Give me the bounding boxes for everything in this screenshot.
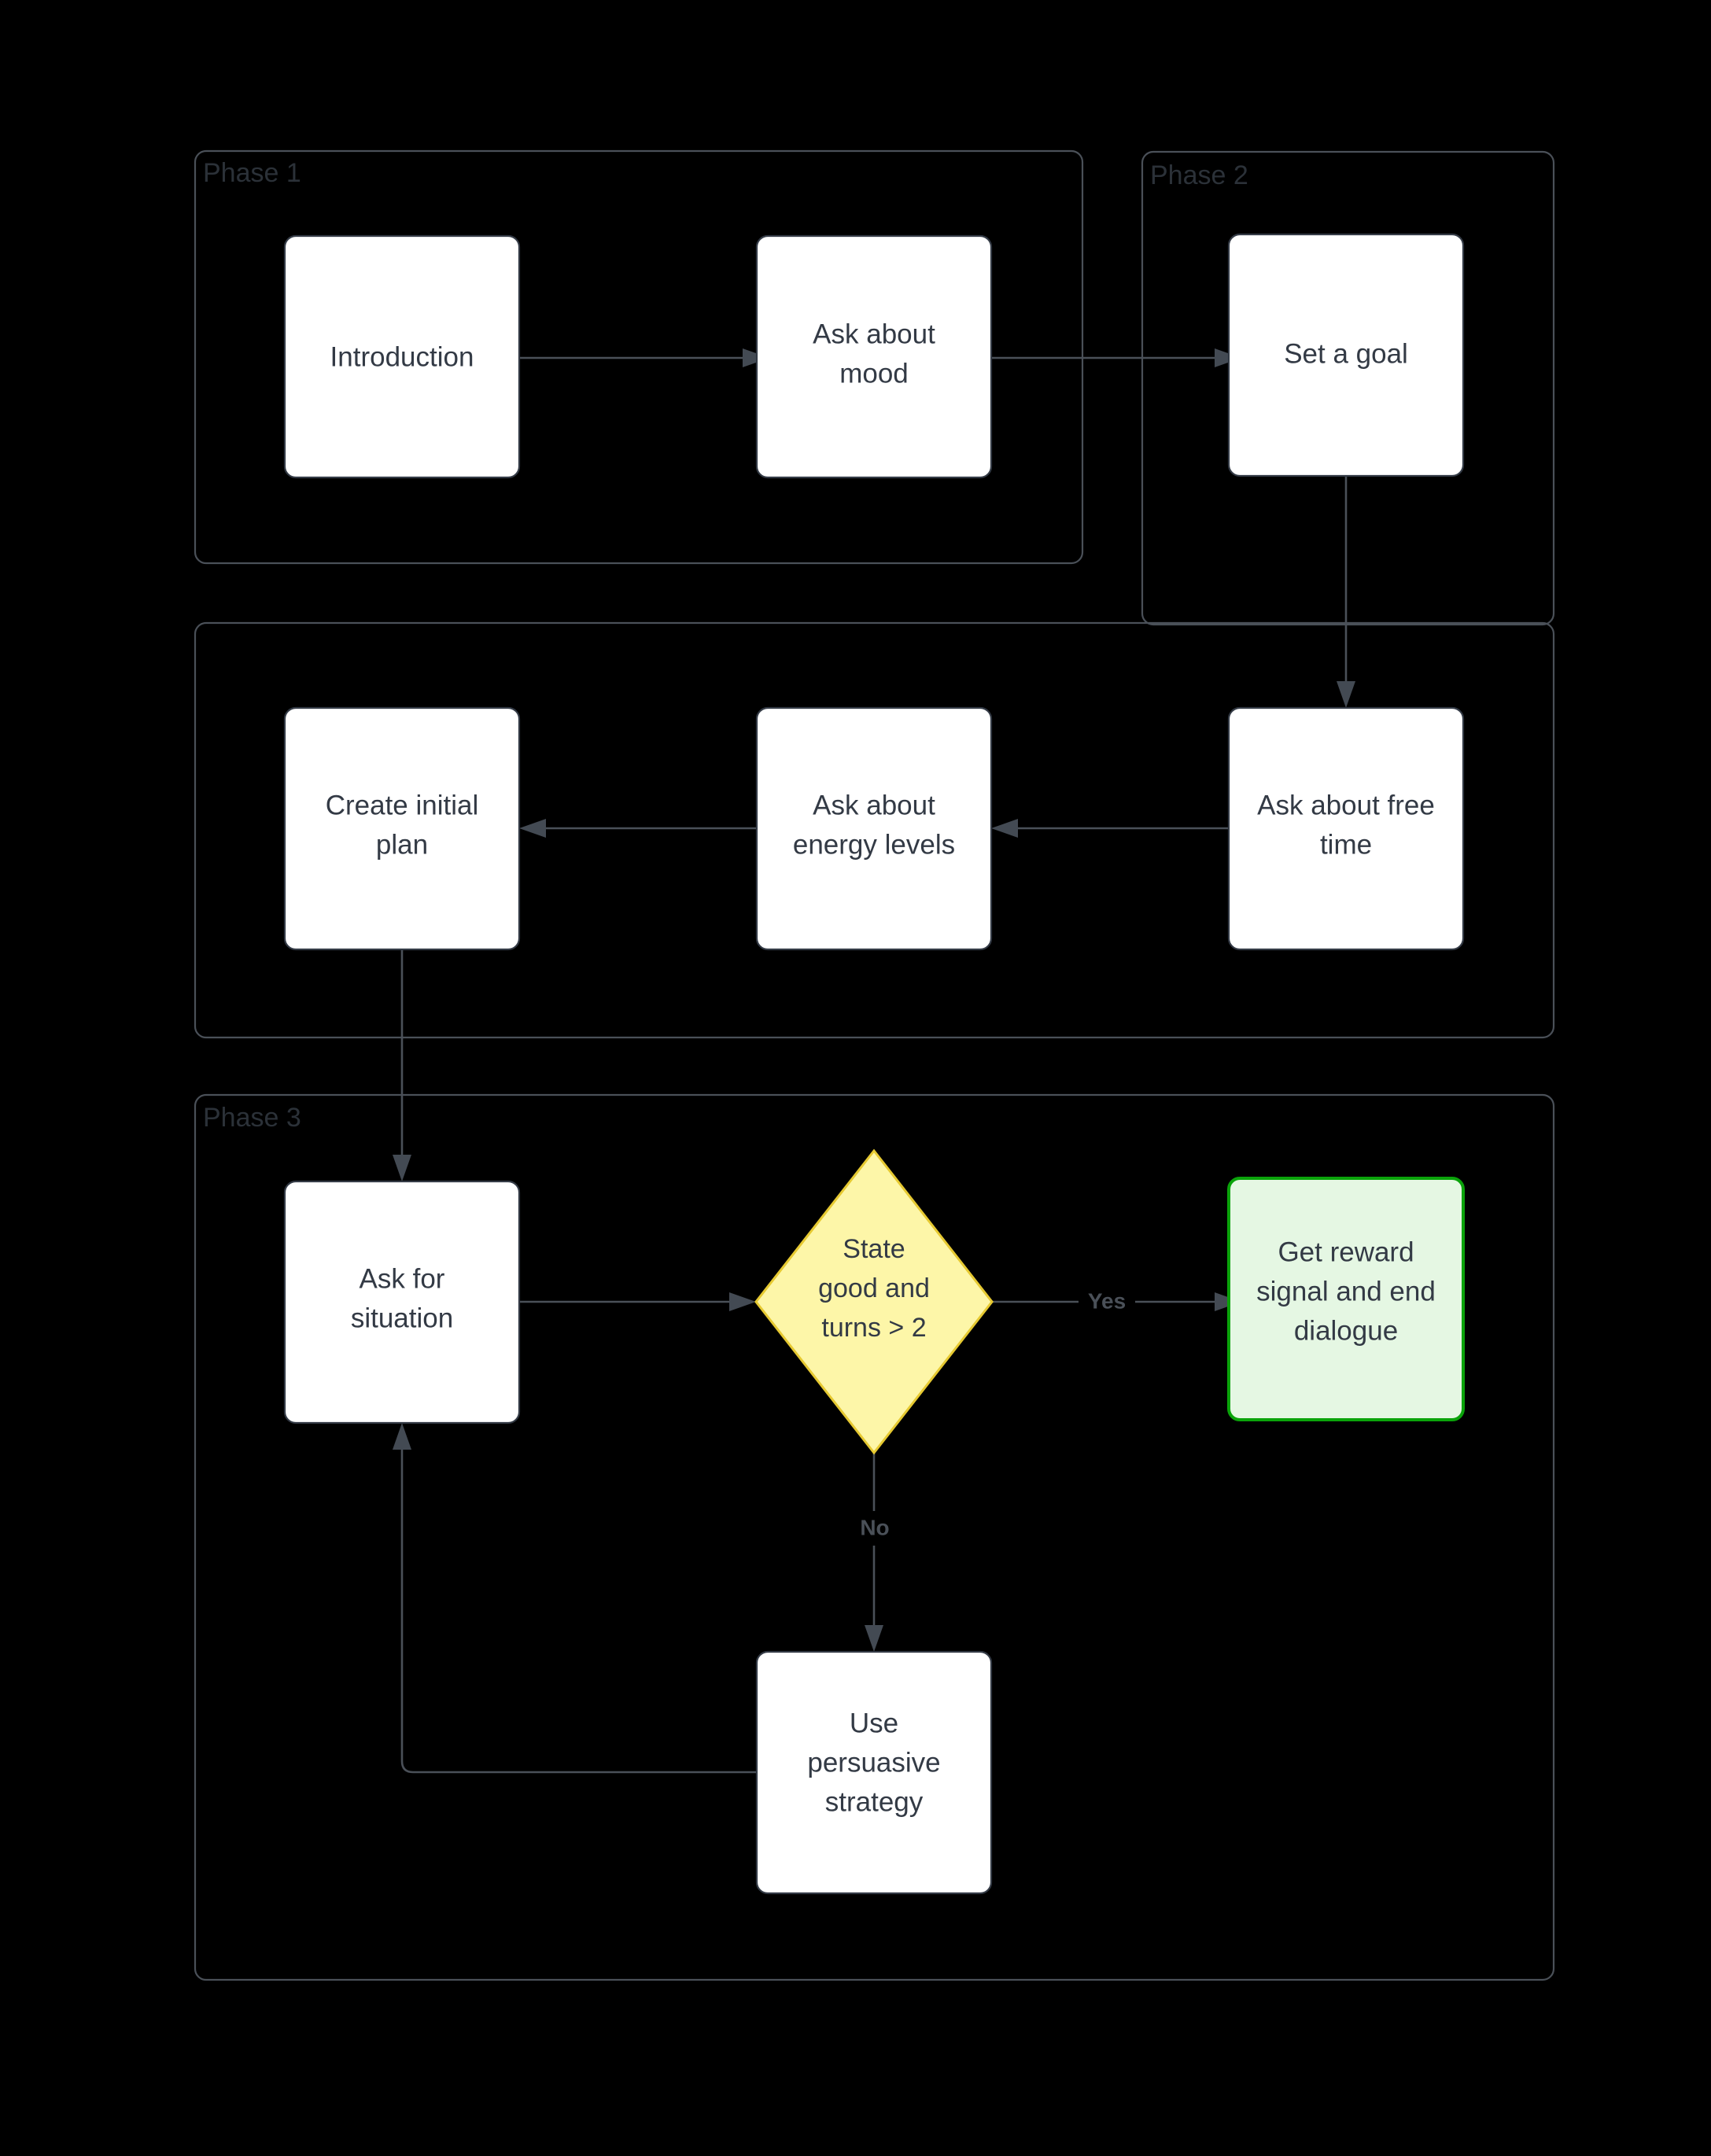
node-create-plan-label-line1: Create initial bbox=[326, 790, 479, 820]
node-persuasive[interactable]: Use persuasive strategy bbox=[755, 1650, 993, 1895]
node-ask-free-time-rect[interactable] bbox=[1227, 706, 1465, 951]
node-introduction-label-line1: Introduction bbox=[330, 341, 474, 372]
node-set-goal[interactable]: Set a goal bbox=[1227, 233, 1465, 477]
node-decision-label-line1: State bbox=[843, 1234, 905, 1264]
node-ask-mood-rect[interactable] bbox=[755, 234, 993, 479]
cluster-phase2-label: Phase 2 bbox=[1150, 160, 1248, 190]
node-ask-situation[interactable]: Ask for situation bbox=[283, 1180, 521, 1424]
cluster-middle bbox=[194, 621, 1555, 1039]
cluster-phase3-rect bbox=[194, 1093, 1555, 1981]
node-decision-diamond[interactable] bbox=[754, 1148, 994, 1455]
node-get-reward-label-line1: Get reward bbox=[1278, 1236, 1414, 1267]
node-create-plan-label-line2: plan bbox=[376, 829, 428, 860]
cluster-phase2: Phase 2 bbox=[1141, 150, 1555, 626]
node-ask-situation-rect[interactable] bbox=[283, 1180, 521, 1424]
cluster-middle-rect bbox=[194, 621, 1555, 1039]
node-ask-energy-rect[interactable] bbox=[755, 706, 993, 951]
node-get-reward-label-line2: signal and end bbox=[1256, 1276, 1436, 1306]
node-ask-energy-label-line2: energy levels bbox=[793, 829, 955, 860]
edge-decision-to-get-reward: Yes bbox=[992, 1284, 1241, 1319]
edge-ask-free-time-to-ask-energy bbox=[991, 819, 1229, 838]
node-set-goal-rect[interactable] bbox=[1227, 233, 1465, 477]
edge-label-yes-bg bbox=[1079, 1284, 1135, 1319]
edge-ask-situation-to-decision bbox=[519, 1292, 756, 1311]
cluster-phase3: Phase 3 bbox=[194, 1093, 1555, 1981]
edge-set-goal-to-ask-free-time bbox=[1337, 476, 1355, 708]
node-decision-label-line2: good and bbox=[818, 1273, 930, 1303]
node-ask-mood-label-line2: mood bbox=[839, 358, 909, 389]
node-introduction[interactable]: Introduction bbox=[283, 234, 521, 479]
edge-persuasive-to-ask-situation bbox=[393, 1423, 757, 1774]
edge-introduction-to-ask-mood bbox=[519, 348, 769, 367]
node-get-reward-rect[interactable] bbox=[1227, 1177, 1465, 1421]
edge-decision-to-persuasive: No bbox=[848, 1453, 902, 1652]
node-ask-mood-label-line1: Ask about bbox=[813, 319, 935, 349]
node-ask-energy-label-line1: Ask about bbox=[813, 790, 935, 820]
edge-create-plan-to-ask-situation bbox=[393, 949, 411, 1181]
node-ask-situation-label-line1: Ask for bbox=[360, 1263, 445, 1294]
node-create-plan[interactable]: Create initial plan bbox=[283, 706, 521, 951]
edge-ask-mood-to-set-goal bbox=[991, 348, 1241, 367]
edge-label-yes: Yes bbox=[1088, 1288, 1126, 1313]
node-ask-energy[interactable]: Ask about energy levels bbox=[755, 706, 993, 951]
node-ask-free-time-label-line1: Ask about free bbox=[1257, 790, 1435, 820]
node-ask-free-time[interactable]: Ask about free time bbox=[1227, 706, 1465, 951]
node-ask-free-time-label-line2: time bbox=[1320, 829, 1372, 860]
cluster-phase3-label: Phase 3 bbox=[203, 1103, 301, 1133]
node-decision-state-good[interactable]: State good and turns > 2 bbox=[754, 1148, 994, 1455]
node-persuasive-rect[interactable] bbox=[755, 1650, 993, 1895]
cluster-phase2-rect bbox=[1141, 150, 1555, 626]
edge-ask-energy-to-create-plan bbox=[519, 819, 757, 838]
node-ask-mood[interactable]: Ask about mood bbox=[755, 234, 993, 479]
node-persuasive-label-line3: strategy bbox=[825, 1786, 924, 1817]
node-persuasive-label-line1: Use bbox=[850, 1708, 898, 1738]
node-decision-label-line3: turns > 2 bbox=[821, 1313, 926, 1343]
node-introduction-rect[interactable] bbox=[283, 234, 521, 479]
node-persuasive-label-line2: persuasive bbox=[807, 1747, 940, 1778]
node-create-plan-rect[interactable] bbox=[283, 706, 521, 951]
node-ask-situation-label-line2: situation bbox=[351, 1303, 453, 1333]
node-get-reward[interactable]: Get reward signal and end dialogue bbox=[1227, 1177, 1465, 1421]
edge-label-no-bg bbox=[848, 1511, 902, 1546]
node-set-goal-label-line1: Set a goal bbox=[1284, 338, 1408, 369]
node-get-reward-label-line3: dialogue bbox=[1294, 1315, 1398, 1346]
edge-label-no: No bbox=[860, 1515, 889, 1539]
cluster-phase1-label: Phase 1 bbox=[203, 158, 301, 188]
